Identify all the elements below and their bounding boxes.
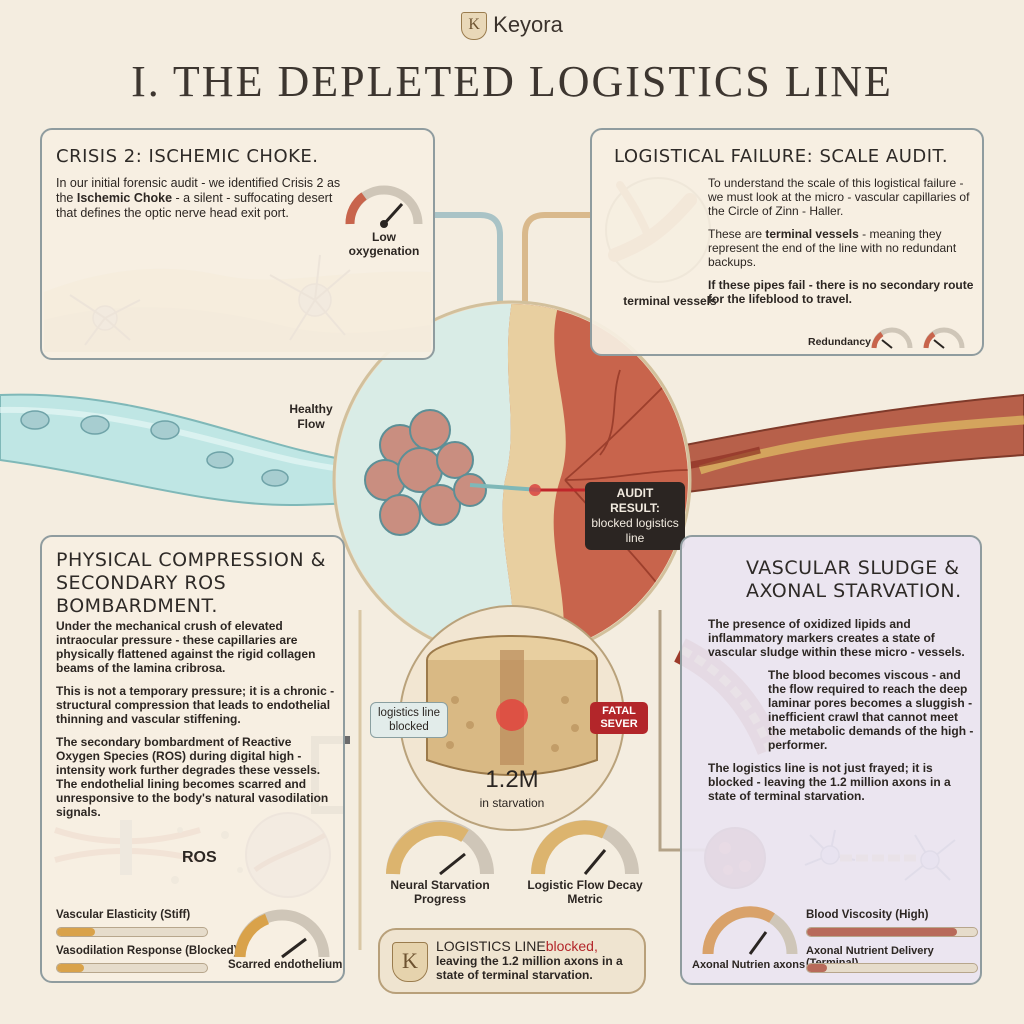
compression-panel: PHYSICAL COMPRESSION & SECONDARY ROS BOM… bbox=[40, 535, 345, 983]
blood-cells bbox=[20, 410, 289, 487]
crisis-text: In our initial forensic audit - we ident… bbox=[56, 176, 341, 220]
logistics-blocked-tag: logistics line blocked bbox=[370, 702, 448, 738]
crisis-title: CRISIS 2: ISCHEMIC CHOKE. bbox=[56, 146, 319, 167]
compression-title: PHYSICAL COMPRESSION & SECONDARY ROS BOM… bbox=[56, 549, 326, 617]
oxygenation-gauge bbox=[345, 185, 423, 228]
starvation-caption: in starvation bbox=[479, 796, 545, 810]
audit-result-tag: AUDIT RESULT:blocked logistics line bbox=[585, 482, 685, 550]
sludge-text: The presence of oxidized lipids and infl… bbox=[708, 617, 974, 803]
metric-label-1: Vasodilation Response (Blocked) bbox=[56, 945, 238, 957]
metric-label-0: Vascular Elasticity (Stiff) bbox=[56, 909, 191, 921]
fatal-sever-tag: FATAL SEVER bbox=[590, 702, 648, 734]
scar-label: Scarred endothelium bbox=[228, 959, 343, 971]
axonal-gauge bbox=[702, 906, 798, 955]
neural-starvation-label: Neural Starvation Progress bbox=[390, 878, 490, 906]
connector-tube-right bbox=[522, 212, 590, 380]
metric-bar-0 bbox=[56, 927, 208, 937]
starvation-count: 1.2M bbox=[485, 766, 539, 793]
brand-logo: K bbox=[461, 12, 488, 41]
footer-text: LOGISTICS LINEblocked,leaving the 1.2 mi… bbox=[436, 938, 623, 982]
page-title: I. THE DEPLETED LOGISTICS LINE bbox=[131, 57, 893, 106]
capillary-cluster bbox=[364, 409, 487, 536]
oxygenation-label: Low oxygenation bbox=[348, 230, 420, 258]
ros-label: ROS bbox=[182, 849, 217, 866]
connector-tube-left bbox=[435, 212, 503, 380]
sludge-metric-bar-0 bbox=[806, 927, 978, 937]
scale-audit-panel: LOGISTICAL FAILURE: SCALE AUDIT. To unde… bbox=[590, 128, 984, 356]
neural-starvation-gauge bbox=[386, 820, 494, 876]
footer-logo: K bbox=[392, 942, 428, 982]
brand-name: Keyora bbox=[493, 12, 563, 37]
axonal-gauge-label: Axonal Nutrien axons bbox=[692, 959, 806, 971]
crisis-panel: CRISIS 2: ISCHEMIC CHOKE. In our initial… bbox=[40, 128, 435, 360]
healthy-flow-label: Healthy Flow bbox=[289, 402, 333, 431]
scar-gauge bbox=[234, 909, 330, 959]
redundancy-label: Redundancy bbox=[808, 336, 872, 348]
compression-text: Under the mechanical crush of elevated i… bbox=[56, 619, 335, 819]
sludge-metric-bar-1 bbox=[806, 963, 978, 973]
sludge-metric-label-0: Blood Viscosity (High) bbox=[806, 909, 929, 921]
metric-bar-1 bbox=[56, 963, 208, 973]
scale-title: LOGISTICAL FAILURE: SCALE AUDIT. bbox=[614, 146, 949, 167]
sludge-panel: VASCULAR SLUDGE & AXONAL STARVATION. The… bbox=[680, 535, 982, 985]
terminal-vessels-label: terminal vessels bbox=[623, 294, 717, 308]
footer-callout: K LOGISTICS LINEblocked,leaving the 1.2 … bbox=[378, 928, 646, 994]
flow-decay-label: Logistic Flow Decay Metric bbox=[527, 878, 643, 906]
redundancy-gauges bbox=[871, 327, 965, 349]
scale-text: To understand the scale of this logistic… bbox=[708, 176, 974, 306]
sludge-title: VASCULAR SLUDGE & AXONAL STARVATION. bbox=[746, 557, 962, 602]
flow-decay-gauge bbox=[531, 820, 639, 875]
